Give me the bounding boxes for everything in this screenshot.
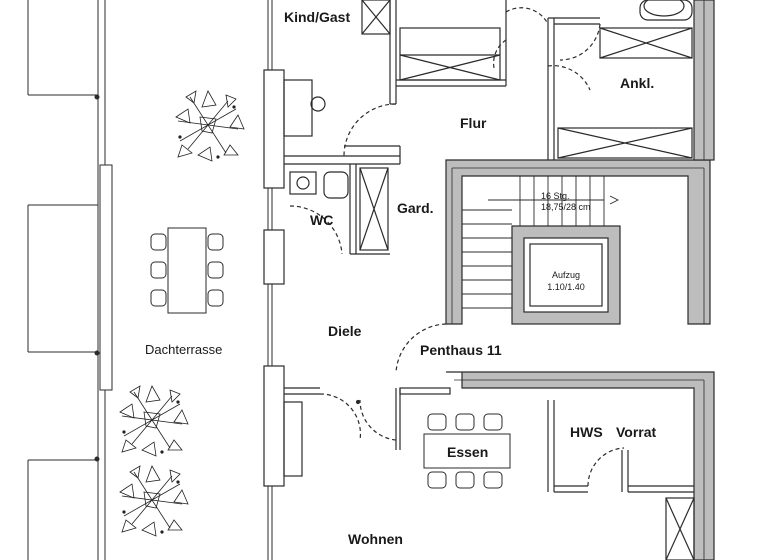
room-label-flur: Flur bbox=[460, 115, 487, 131]
room-label-wohnen: Wohnen bbox=[348, 531, 403, 547]
room-label-diele: Diele bbox=[328, 323, 362, 339]
elevator-size-label: 1.10/1.40 bbox=[547, 282, 585, 292]
stairwell bbox=[445, 0, 715, 325]
lower-walls bbox=[399, 371, 715, 560]
apartment-label-penthaus: Penthaus 11 bbox=[420, 342, 502, 358]
dining-table bbox=[423, 413, 511, 489]
terrace-area bbox=[27, 0, 273, 560]
room-label-hws: HWS bbox=[570, 424, 603, 440]
room-label-wc: WC bbox=[310, 212, 334, 228]
stairs-count-label: 16 Stg. bbox=[541, 191, 570, 201]
elevator-label: Aufzug bbox=[551, 270, 581, 280]
facade-columns bbox=[263, 69, 285, 487]
room-label-kind-gast: Kind/Gast bbox=[284, 9, 351, 25]
room-label-ankl: Ankl. bbox=[620, 75, 655, 91]
plant-icon bbox=[119, 465, 189, 537]
room-label-vorrat: Vorrat bbox=[616, 424, 657, 440]
room-label-gard: Gard. bbox=[397, 200, 434, 216]
room-label-essen: Essen bbox=[447, 444, 489, 460]
room-label-dachterrasse: Dachterrasse bbox=[145, 342, 223, 357]
lower-interior bbox=[283, 323, 695, 560]
plant-icon bbox=[175, 90, 245, 162]
terrace-table bbox=[150, 227, 224, 314]
plant-icon bbox=[119, 385, 189, 457]
stairs-dimension-label: 18,75/28 cm bbox=[541, 202, 591, 212]
interior-walls bbox=[283, 0, 693, 255]
